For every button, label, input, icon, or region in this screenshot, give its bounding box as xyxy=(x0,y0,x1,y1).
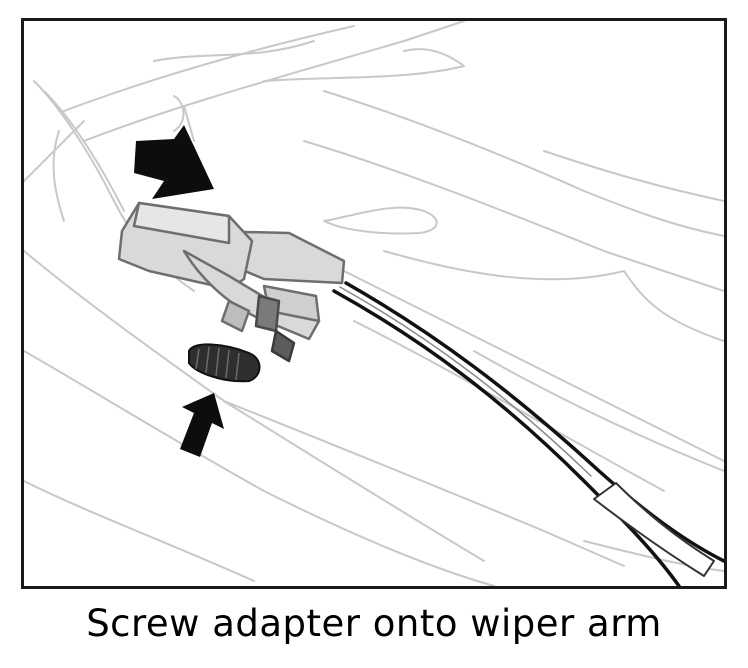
wiper-arm xyxy=(332,281,724,586)
figure-caption: Screw adapter onto wiper arm xyxy=(86,602,662,645)
wiper-adapter-illustration xyxy=(24,21,724,586)
illustration-frame xyxy=(21,18,727,589)
adapter-screw-knob xyxy=(188,343,261,383)
background-sketch xyxy=(24,21,724,586)
arrow-pointing-up-icon xyxy=(180,393,224,457)
wiper-adapter xyxy=(117,201,346,363)
arrow-pointing-down-right-icon xyxy=(134,125,214,199)
